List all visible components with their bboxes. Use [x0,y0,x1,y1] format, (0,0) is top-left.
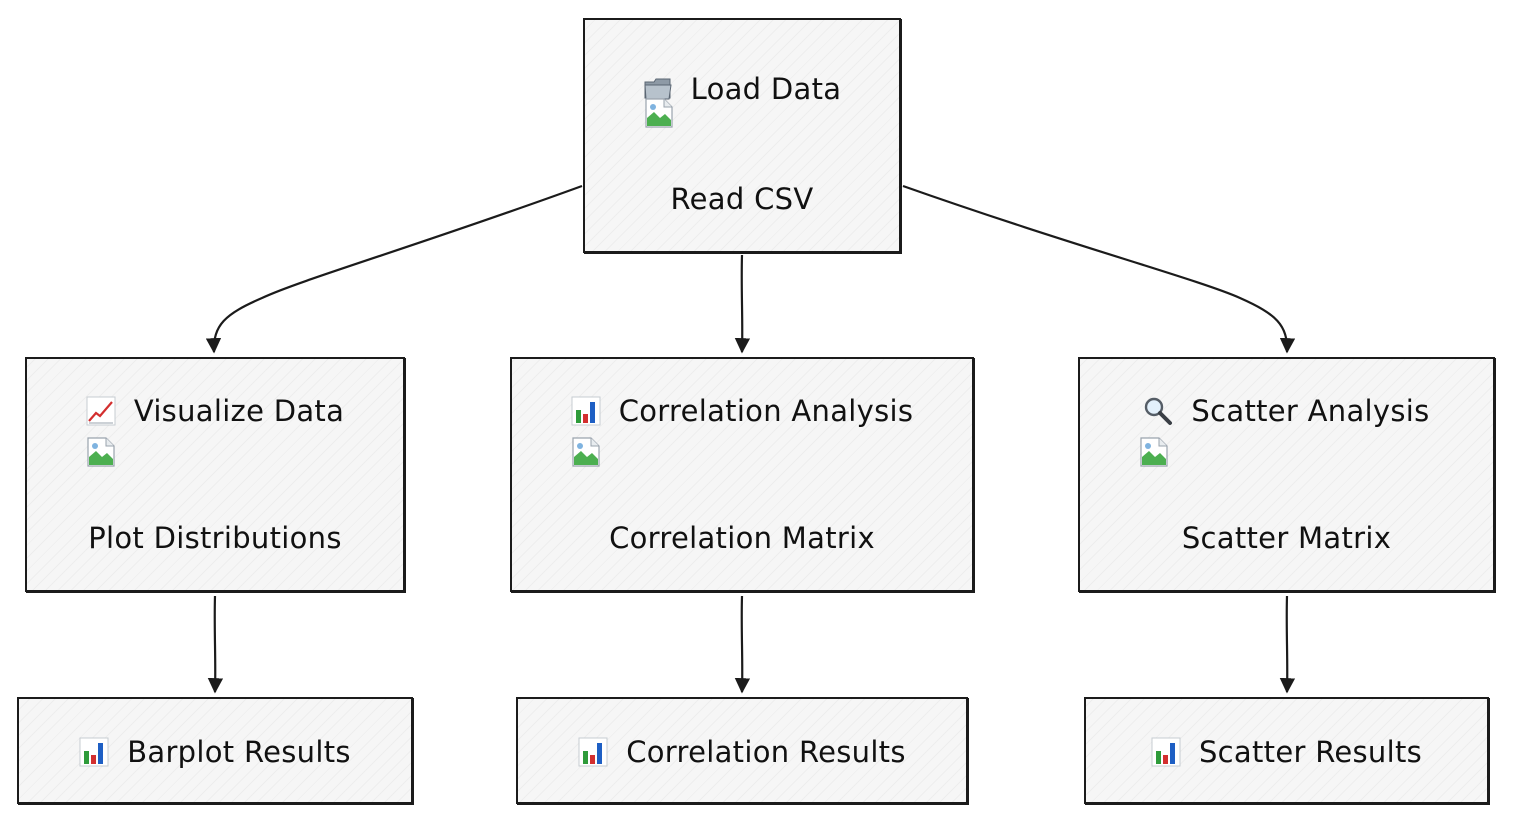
chart-increasing-icon [86,396,116,426]
node-correlation-analysis[interactable]: Correlation Analysis Correlation Matrix [510,357,974,592]
node-load-data-title-row: Load Data [585,72,899,106]
edge-scatter-to-results [1279,595,1296,694]
bar-chart-icon [1151,737,1181,767]
edge-load-to-visualize [205,184,583,354]
bar-chart-icon [571,396,601,426]
node-barplot-results-title-row: Barplot Results [19,735,411,769]
bar-chart-icon [578,737,608,767]
magnifying-glass-icon [1143,396,1173,426]
edge-visualize-to-barplot [207,595,224,694]
folder-icon [643,74,673,104]
broken-image-icon [572,437,600,467]
node-correlation-results[interactable]: Correlation Results [516,697,968,804]
node-correlation-analysis-title: Correlation Analysis [618,394,914,428]
node-visualize-data[interactable]: Visualize Data Plot Distributions [25,357,405,592]
node-scatter-analysis-title: Scatter Analysis [1191,394,1430,428]
node-scatter-analysis[interactable]: Scatter Analysis Scatter Matrix [1078,357,1495,592]
node-barplot-results[interactable]: Barplot Results [17,697,413,804]
node-scatter-results-title: Scatter Results [1198,735,1423,769]
edge-load-to-correlation [734,254,751,354]
node-barplot-results-title: Barplot Results [127,735,351,769]
broken-image-icon [87,437,115,467]
edge-correlation-to-results [734,595,751,694]
node-correlation-results-title-row: Correlation Results [518,735,966,769]
node-visualize-data-subtitle: Plot Distributions [88,521,342,555]
node-scatter-analysis-title-row: Scatter Analysis [1080,394,1493,428]
node-visualize-data-title: Visualize Data [133,394,345,428]
bar-chart-icon [79,737,109,767]
broken-image-icon [645,98,673,128]
node-load-data-subtitle: Read CSV [670,182,814,216]
node-scatter-results-title-row: Scatter Results [1086,735,1487,769]
node-visualize-data-title-row: Visualize Data [27,394,403,428]
node-load-data-title: Load Data [690,72,842,106]
node-scatter-analysis-subtitle: Scatter Matrix [1181,521,1392,555]
node-scatter-results[interactable]: Scatter Results [1084,697,1489,804]
node-load-data[interactable]: Load Data Read CSV [583,18,901,253]
broken-image-icon [1140,437,1168,467]
edge-load-to-scatter [902,184,1296,354]
node-correlation-analysis-title-row: Correlation Analysis [512,394,972,428]
node-correlation-analysis-subtitle: Correlation Matrix [609,521,875,555]
node-correlation-results-title: Correlation Results [626,735,906,769]
